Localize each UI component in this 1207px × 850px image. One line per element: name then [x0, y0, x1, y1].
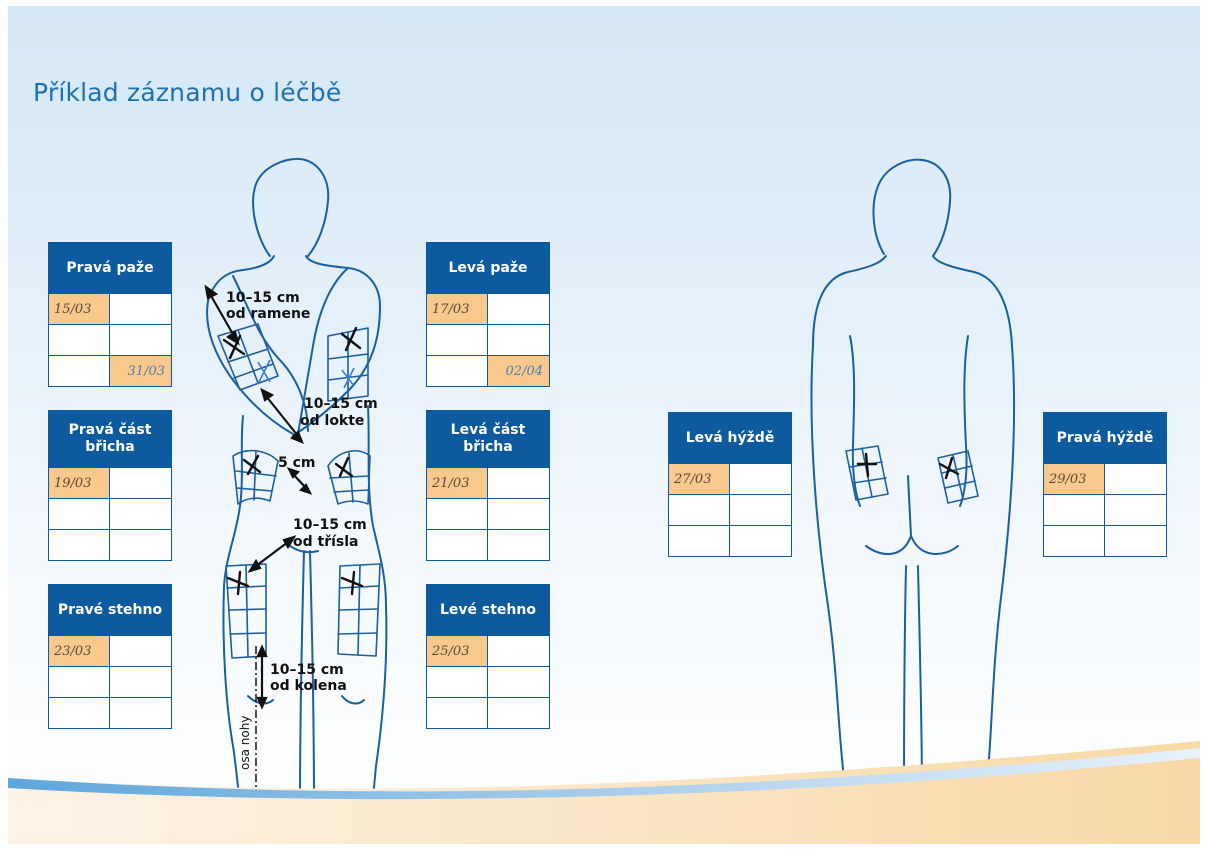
table-header: Levé stehno	[427, 585, 549, 635]
table-cell[interactable]: 02/04	[488, 355, 549, 386]
table-cell[interactable]	[427, 697, 488, 728]
table-cell[interactable]	[49, 324, 110, 355]
table-cell[interactable]	[1105, 463, 1166, 494]
table-cell[interactable]: 29/03	[1044, 463, 1105, 494]
table-cell[interactable]	[49, 355, 110, 386]
table-cell[interactable]	[488, 498, 549, 529]
table-cell[interactable]	[49, 666, 110, 697]
table-cell[interactable]	[669, 494, 730, 525]
table-cell[interactable]	[110, 697, 171, 728]
table-cell[interactable]: 19/03	[49, 467, 110, 498]
table-cell[interactable]	[49, 498, 110, 529]
table-cell[interactable]	[49, 529, 110, 560]
table-cell[interactable]	[110, 467, 171, 498]
table-header: Pravá hýždě	[1044, 413, 1166, 463]
table-header: Pravá část břicha	[49, 411, 171, 467]
table-cell[interactable]: 15/03	[49, 293, 110, 324]
table-cell[interactable]	[49, 697, 110, 728]
table-cell[interactable]	[427, 324, 488, 355]
table-cell[interactable]	[730, 494, 791, 525]
table-cell[interactable]	[427, 498, 488, 529]
table-cell[interactable]	[488, 635, 549, 666]
table-cell[interactable]	[488, 324, 549, 355]
table-cell[interactable]	[427, 355, 488, 386]
table-cell[interactable]	[110, 666, 171, 697]
table-cell[interactable]	[488, 666, 549, 697]
slide: Příklad záznamu o léčbě	[8, 6, 1200, 844]
table-cell[interactable]	[427, 529, 488, 560]
table-cell[interactable]	[488, 697, 549, 728]
table-cell[interactable]	[110, 635, 171, 666]
table-cell[interactable]	[1044, 494, 1105, 525]
table-header: Levá hýždě	[669, 413, 791, 463]
table-cell[interactable]	[488, 293, 549, 324]
table-cell[interactable]	[669, 525, 730, 556]
table-header: Pravé stehno	[49, 585, 171, 635]
table-cell[interactable]: 25/03	[427, 635, 488, 666]
table-cell[interactable]	[1105, 525, 1166, 556]
table-cell[interactable]	[730, 463, 791, 494]
table-cell[interactable]	[1044, 525, 1105, 556]
table-cell[interactable]	[110, 498, 171, 529]
table-cell[interactable]	[110, 324, 171, 355]
table-cell[interactable]	[110, 529, 171, 560]
table-cell[interactable]: 23/03	[49, 635, 110, 666]
table-cell[interactable]	[488, 467, 549, 498]
table-header: Levá část břicha	[427, 411, 549, 467]
table-header: Pravá paže	[49, 243, 171, 293]
table-cell[interactable]	[110, 293, 171, 324]
table-cell[interactable]: 17/03	[427, 293, 488, 324]
table-cell[interactable]	[488, 529, 549, 560]
table-cell[interactable]: 31/03	[110, 355, 171, 386]
table-header: Levá paže	[427, 243, 549, 293]
table-cell[interactable]: 21/03	[427, 467, 488, 498]
table-cell[interactable]	[1105, 494, 1166, 525]
decorative-swoosh	[8, 6, 1200, 844]
table-cell[interactable]	[427, 666, 488, 697]
table-cell[interactable]: 27/03	[669, 463, 730, 494]
table-cell[interactable]	[730, 525, 791, 556]
